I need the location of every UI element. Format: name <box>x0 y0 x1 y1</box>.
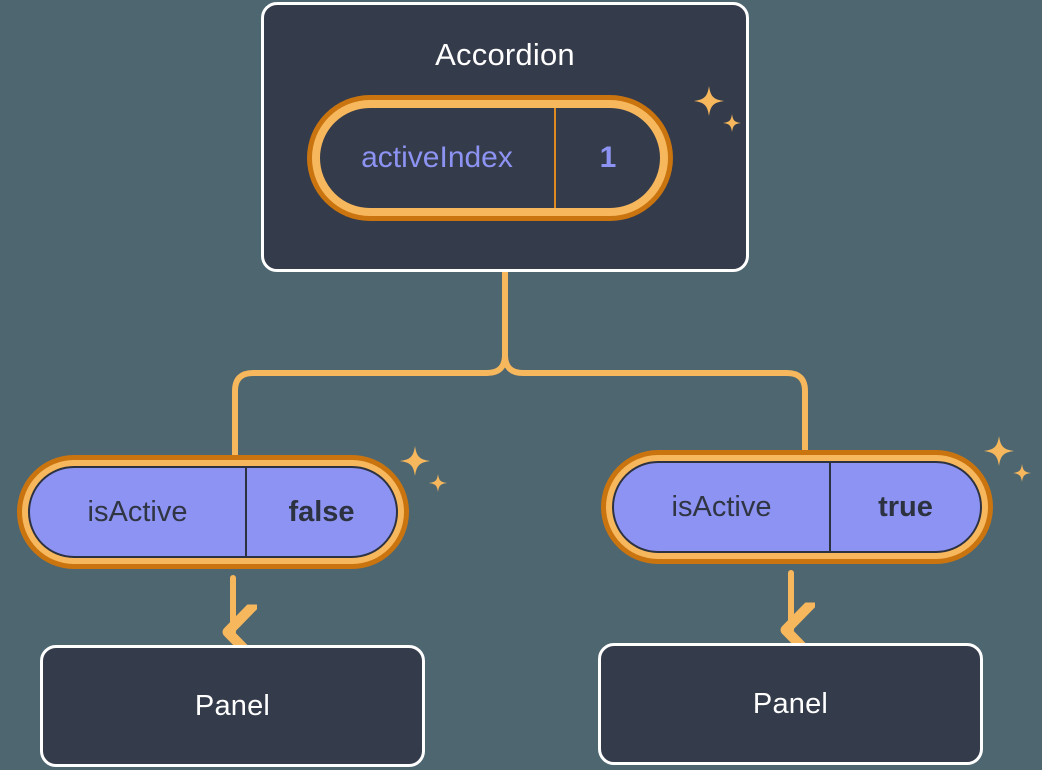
pill-body: isActive false <box>28 466 398 558</box>
pill-outer-ring: isActive true <box>601 450 993 564</box>
state-pill-value: false <box>245 468 396 556</box>
panel-card-right-title: Panel <box>752 687 829 720</box>
pill-outer-ring: isActive false <box>17 455 409 569</box>
pill-inner-ring: activeIndex 1 <box>312 100 668 216</box>
state-pill-value: 1 <box>554 108 660 208</box>
state-pill-is-active-right[interactable]: isActive true <box>601 450 993 564</box>
edge-root-to-branches <box>232 269 808 471</box>
pill-inner-ring: isActive true <box>606 455 988 559</box>
state-pill-key: isActive <box>87 495 188 528</box>
state-pill-active-index[interactable]: activeIndex 1 <box>307 95 673 221</box>
panel-card-left[interactable]: Panel <box>40 645 425 767</box>
state-pill-key: isActive <box>671 490 772 523</box>
accordion-card-title: Accordion <box>435 37 575 72</box>
panel-card-left-title: Panel <box>194 689 271 722</box>
pill-body: activeIndex 1 <box>318 106 662 210</box>
pill-inner-ring: isActive false <box>22 460 404 564</box>
panel-card-right[interactable]: Panel <box>598 643 983 765</box>
state-pill-value: true <box>829 463 980 551</box>
pill-body: isActive true <box>612 461 982 553</box>
pill-outer-ring: activeIndex 1 <box>307 95 673 221</box>
state-pill-is-active-left[interactable]: isActive false <box>17 455 409 569</box>
state-pill-key: activeIndex <box>361 141 513 174</box>
